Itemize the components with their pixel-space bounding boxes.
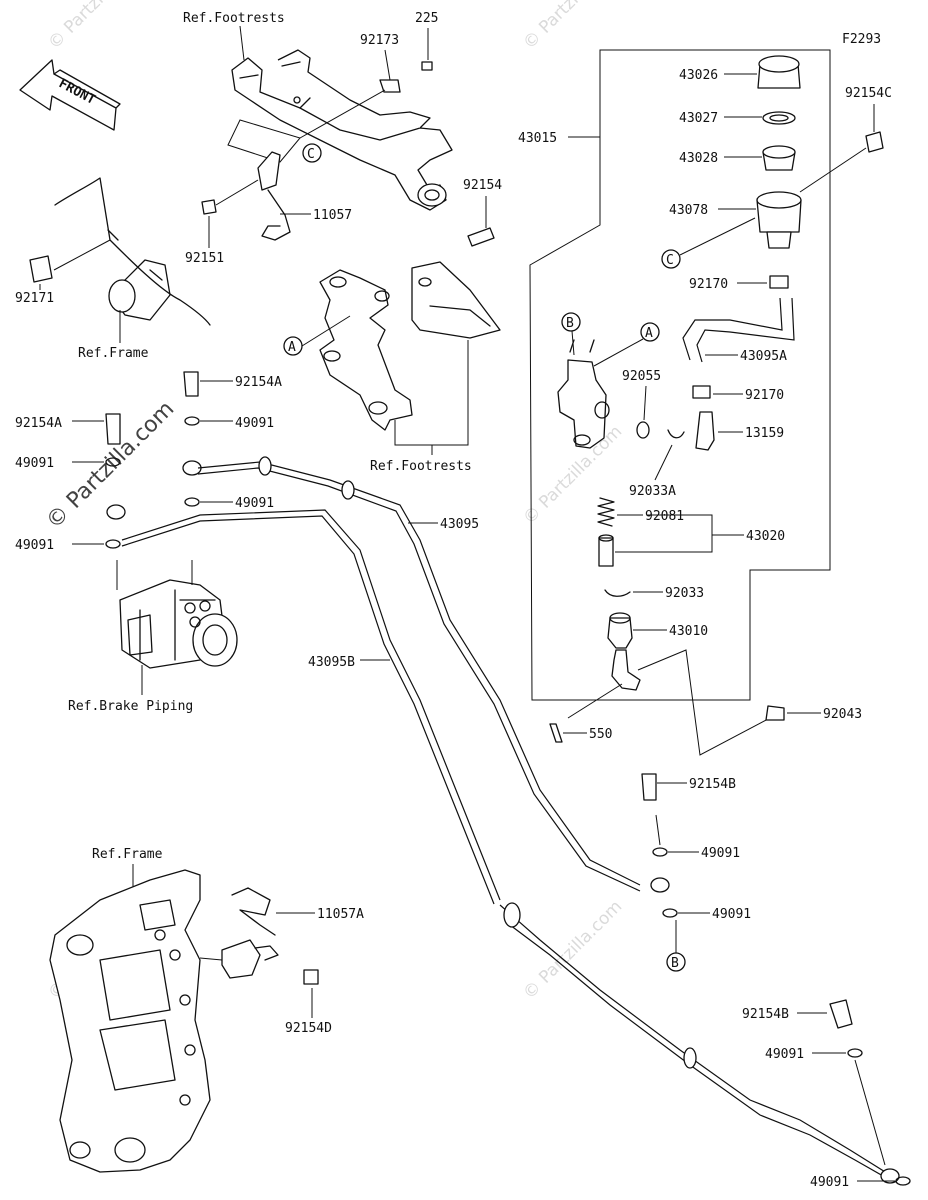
part-92055: 92055 (622, 369, 661, 384)
ref-frame-bottom: Ref.Frame (92, 847, 163, 862)
bracket-11057A (221, 887, 279, 979)
part-92170-2: 92170 (745, 388, 784, 403)
svg-text:© Partzilla.com: © Partzilla.com (519, 0, 626, 54)
svg-text:© Partzilla.com: © Partzilla.com (519, 422, 626, 529)
part-49091-2: 49091 (15, 456, 54, 471)
part-92154A-2: 92154A (15, 416, 62, 431)
abs-unit (119, 579, 238, 669)
part-43026: 43026 (679, 68, 718, 83)
push-rod-43010 (607, 612, 641, 691)
part-43010: 43010 (669, 624, 708, 639)
footrest-bracket (231, 49, 453, 211)
brake-switch-11057 (257, 151, 291, 241)
part-43027: 43027 (679, 111, 718, 126)
part-49091-3: 49091 (235, 496, 274, 511)
part-92154B-2: 92154B (742, 1007, 789, 1022)
callout-a-mid: A (288, 340, 296, 355)
callout-b-right: B (566, 316, 574, 331)
part-92171: 92171 (15, 291, 54, 306)
part-92154C: 92154C (845, 86, 892, 101)
part-49091-4: 49091 (15, 538, 54, 553)
ref-brake-piping: Ref.Brake Piping (68, 699, 193, 714)
master-cylinder-body (557, 339, 610, 449)
callout-b-bottom: B (671, 956, 679, 971)
part-225: 225 (415, 11, 438, 26)
part-49091-8: 49091 (810, 1175, 849, 1190)
part-43020: 43020 (746, 529, 785, 544)
part-92033: 92033 (665, 586, 704, 601)
callout-c-right: C (666, 253, 674, 268)
part-43028: 43028 (679, 151, 718, 166)
part-11057A: 11057A (317, 907, 364, 922)
part-49091-6: 49091 (712, 907, 751, 922)
figure-code: F2293 (842, 32, 881, 47)
frame-section-bottom (49, 869, 211, 1173)
reservoir (756, 55, 802, 249)
ref-footrests-mid: Ref.Footrests (370, 459, 472, 474)
part-43078: 43078 (669, 203, 708, 218)
svg-text:© Partzilla.com: © Partzilla.com (519, 897, 626, 1004)
part-49091-7: 49091 (765, 1047, 804, 1062)
part-550: 550 (589, 727, 612, 742)
part-92170-1: 92170 (689, 277, 728, 292)
part-43095A: 43095A (740, 349, 787, 364)
part-92033A: 92033A (629, 484, 676, 499)
ref-frame-top: Ref.Frame (78, 346, 149, 361)
part-92081: 92081 (645, 509, 684, 524)
callout-a-right: A (645, 326, 653, 341)
part-92154A-1: 92154A (235, 375, 282, 390)
part-49091-1: 49091 (235, 416, 274, 431)
svg-text:© Partzilla.com: © Partzilla.com (44, 0, 151, 54)
part-92151: 92151 (185, 251, 224, 266)
frame-section-top (54, 177, 211, 326)
ref-footrests-top: Ref.Footrests (183, 11, 285, 26)
brake-hoses (121, 456, 900, 1184)
part-43015: 43015 (518, 131, 557, 146)
callout-c-top: C (307, 147, 315, 162)
part-43095: 43095 (440, 517, 479, 532)
part-11057: 11057 (313, 208, 352, 223)
master-cylinder-bracket (319, 269, 413, 431)
part-92154: 92154 (463, 178, 502, 193)
part-43095B: 43095B (308, 655, 355, 670)
part-13159: 13159 (745, 426, 784, 441)
part-92154D: 92154D (285, 1021, 332, 1036)
part-92173: 92173 (360, 33, 399, 48)
part-49091-5: 49091 (701, 846, 740, 861)
footrest-plate (411, 261, 501, 339)
part-92043: 92043 (823, 707, 862, 722)
front-arrow: FRONT (19, 59, 121, 131)
part-92154B-1: 92154B (689, 777, 736, 792)
